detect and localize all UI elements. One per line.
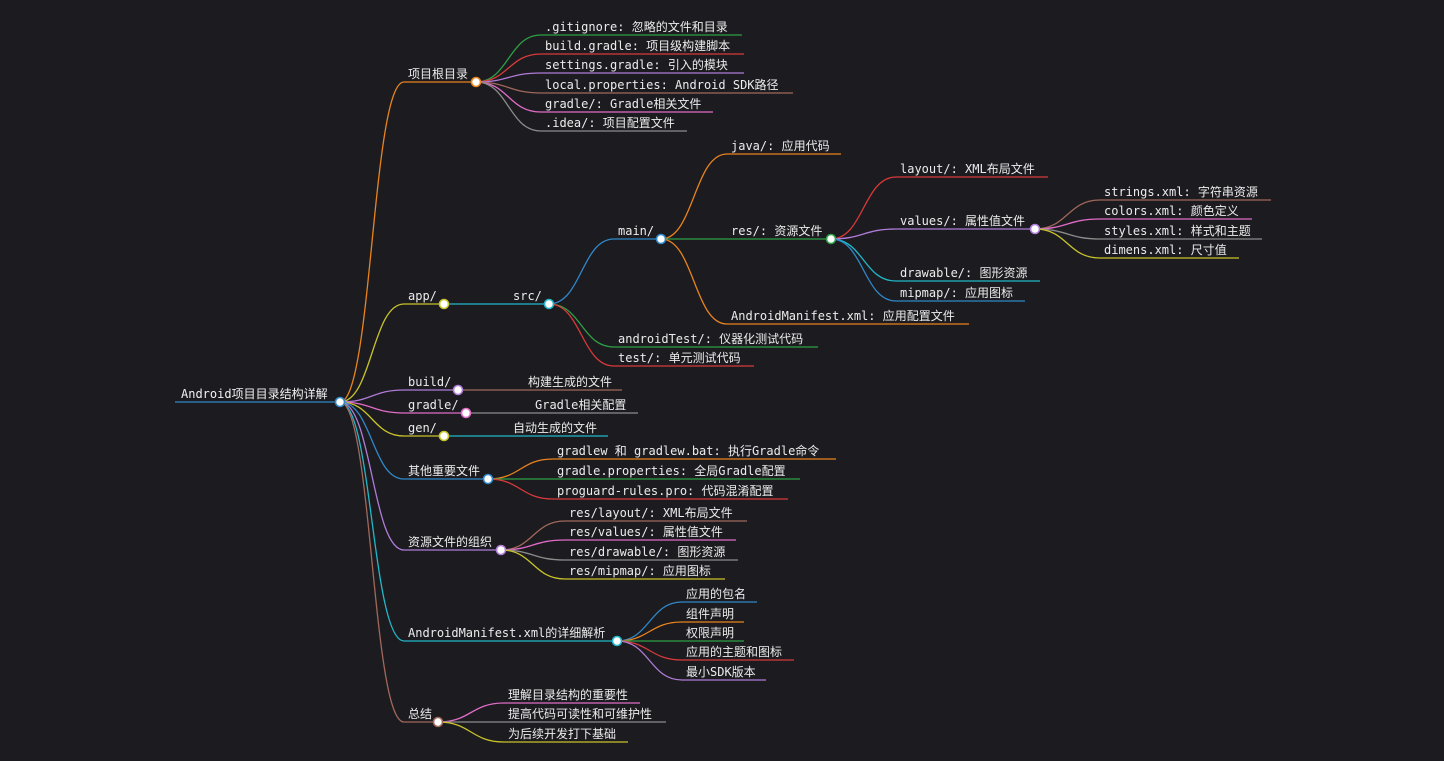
collapse-toggle-other[interactable] xyxy=(482,473,494,485)
node-label-app: app/ xyxy=(408,289,437,303)
edge-root-app xyxy=(339,303,405,403)
mindmap-edges xyxy=(339,34,1101,743)
node-label-p1: .gitignore: 忽略的文件和目录 xyxy=(545,19,728,34)
mindmap-underlines xyxy=(175,34,1271,743)
collapse-toggle-values[interactable] xyxy=(1029,223,1041,235)
edge-src-main xyxy=(548,238,615,305)
node-label-p2: build.gradle: 项目级构建脚本 xyxy=(545,38,730,53)
node-label-v2: colors.xml: 颜色定义 xyxy=(1104,203,1239,218)
collapse-toggle-resorg[interactable] xyxy=(495,544,507,556)
node-label-p4: local.properties: Android SDK路径 xyxy=(545,77,779,92)
node-label-gen: gen/ xyxy=(408,421,437,435)
edge-root-other xyxy=(339,401,405,480)
node-label-am5: 最小SDK版本 xyxy=(686,665,756,679)
node-label-other: 其他重要文件 xyxy=(408,463,480,478)
edge-res-values xyxy=(830,228,897,240)
edge-root-am xyxy=(339,401,405,642)
node-label-drawable: drawable/: 图形资源 xyxy=(900,266,1027,280)
node-label-o3: proguard-rules.pro: 代码混淆配置 xyxy=(557,484,774,498)
node-label-s3: 为后续开发打下基础 xyxy=(508,726,616,741)
node-label-p6: .idea/: 项目配置文件 xyxy=(545,115,675,130)
node-label-test: test/: 单元测试代码 xyxy=(618,350,741,365)
node-label-am: AndroidManifest.xml的详细解析 xyxy=(408,625,605,640)
node-label-s1: 理解目录结构的重要性 xyxy=(508,687,628,702)
node-label-am4: 应用的主题和图标 xyxy=(686,644,782,659)
node-label-r1: res/layout/: XML布局文件 xyxy=(569,505,733,520)
edge-am-am4 xyxy=(616,640,683,661)
node-label-o2: gradle.properties: 全局Gradle配置 xyxy=(557,463,786,478)
node-label-src: src/ xyxy=(513,289,542,303)
node-label-p3: settings.gradle: 引入的模块 xyxy=(545,57,728,72)
node-label-v4: dimens.xml: 尺寸值 xyxy=(1104,242,1227,257)
edge-other-o3 xyxy=(487,478,554,500)
edge-root-resorg xyxy=(339,401,405,551)
edge-am-am5 xyxy=(616,640,683,681)
node-label-gradle: gradle/ xyxy=(408,398,459,412)
collapse-toggle-root[interactable] xyxy=(334,396,346,408)
collapse-toggle-main[interactable] xyxy=(655,233,667,245)
edge-src-atest xyxy=(548,303,615,348)
edge-values-v4 xyxy=(1034,228,1101,259)
node-label-values: values/: 属性值文件 xyxy=(900,213,1025,228)
node-label-root: Android项目目录结构详解 xyxy=(181,386,328,401)
node-label-layout: layout/: XML布局文件 xyxy=(900,161,1035,176)
edge-proj-p6 xyxy=(475,81,542,132)
node-label-s2: 提高代码可读性和可维护性 xyxy=(508,706,652,721)
edge-sum-s3 xyxy=(437,721,505,743)
edge-res-layout xyxy=(830,176,897,240)
edge-res-drawable xyxy=(830,238,897,282)
edge-main-manifest xyxy=(660,238,728,325)
node-label-res: res/: 资源文件 xyxy=(731,223,822,238)
node-label-v1: strings.xml: 字符串资源 xyxy=(1104,184,1258,199)
node-label-sum: 总结 xyxy=(408,707,432,721)
node-label-am2: 组件声明 xyxy=(686,607,734,621)
collapse-toggle-sum[interactable] xyxy=(432,716,444,728)
collapse-toggle-am[interactable] xyxy=(611,635,623,647)
node-label-gen1: 自动生成的文件 xyxy=(513,420,597,435)
collapse-toggle-proj[interactable] xyxy=(470,76,482,88)
node-label-am3: 权限声明 xyxy=(686,626,734,640)
node-label-main: main/ xyxy=(618,224,654,238)
edge-other-o1 xyxy=(487,458,554,480)
edge-root-gen xyxy=(339,401,405,437)
edge-proj-p1 xyxy=(475,34,542,83)
node-label-v3: styles.xml: 样式和主题 xyxy=(1104,223,1251,238)
edge-sum-s1 xyxy=(437,702,505,723)
edge-src-test xyxy=(548,303,615,367)
node-label-resorg: 资源文件的组织 xyxy=(408,534,492,549)
edge-root-proj xyxy=(339,81,405,403)
edge-main-java xyxy=(660,153,728,240)
node-label-proj: 项目根目录 xyxy=(408,67,468,81)
mindmap-labels: Android项目目录结构详解 项目根目录 .gitignore: 忽略的文件和目录… xyxy=(181,19,1258,741)
collapse-toggle-app[interactable] xyxy=(438,298,450,310)
edge-root-sum xyxy=(339,401,405,723)
collapse-toggle-src[interactable] xyxy=(543,298,555,310)
node-label-r2: res/values/: 属性值文件 xyxy=(569,524,723,539)
node-label-build: build/ xyxy=(408,375,451,389)
node-label-manifest: AndroidManifest.xml: 应用配置文件 xyxy=(731,308,955,323)
mindmap-nodes[interactable] xyxy=(334,76,1041,728)
node-label-r4: res/mipmap/: 应用图标 xyxy=(569,563,711,578)
edge-res-mipmap xyxy=(830,238,897,302)
node-label-atest: androidTest/: 仪器化测试代码 xyxy=(618,331,803,346)
node-label-java: java/: 应用代码 xyxy=(731,138,830,153)
node-label-build1: 构建生成的文件 xyxy=(528,374,612,389)
node-label-o1: gradlew 和 gradlew.bat: 执行Gradle命令 xyxy=(557,443,819,458)
collapse-toggle-res[interactable] xyxy=(825,233,837,245)
node-label-r3: res/drawable/: 图形资源 xyxy=(569,545,725,559)
node-label-p5: gradle/: Gradle相关文件 xyxy=(545,96,701,111)
edge-am-am2 xyxy=(616,621,683,642)
node-label-gradle1: Gradle相关配置 xyxy=(535,398,626,412)
edge-resorg-r4 xyxy=(500,549,566,580)
node-label-mipmap: mipmap/: 应用图标 xyxy=(900,285,1013,300)
node-label-am1: 应用的包名 xyxy=(686,586,746,601)
collapse-toggle-gradle[interactable] xyxy=(460,407,472,419)
collapse-toggle-gen[interactable] xyxy=(438,430,450,442)
collapse-toggle-build[interactable] xyxy=(452,384,464,396)
edge-am-am1 xyxy=(616,601,683,642)
